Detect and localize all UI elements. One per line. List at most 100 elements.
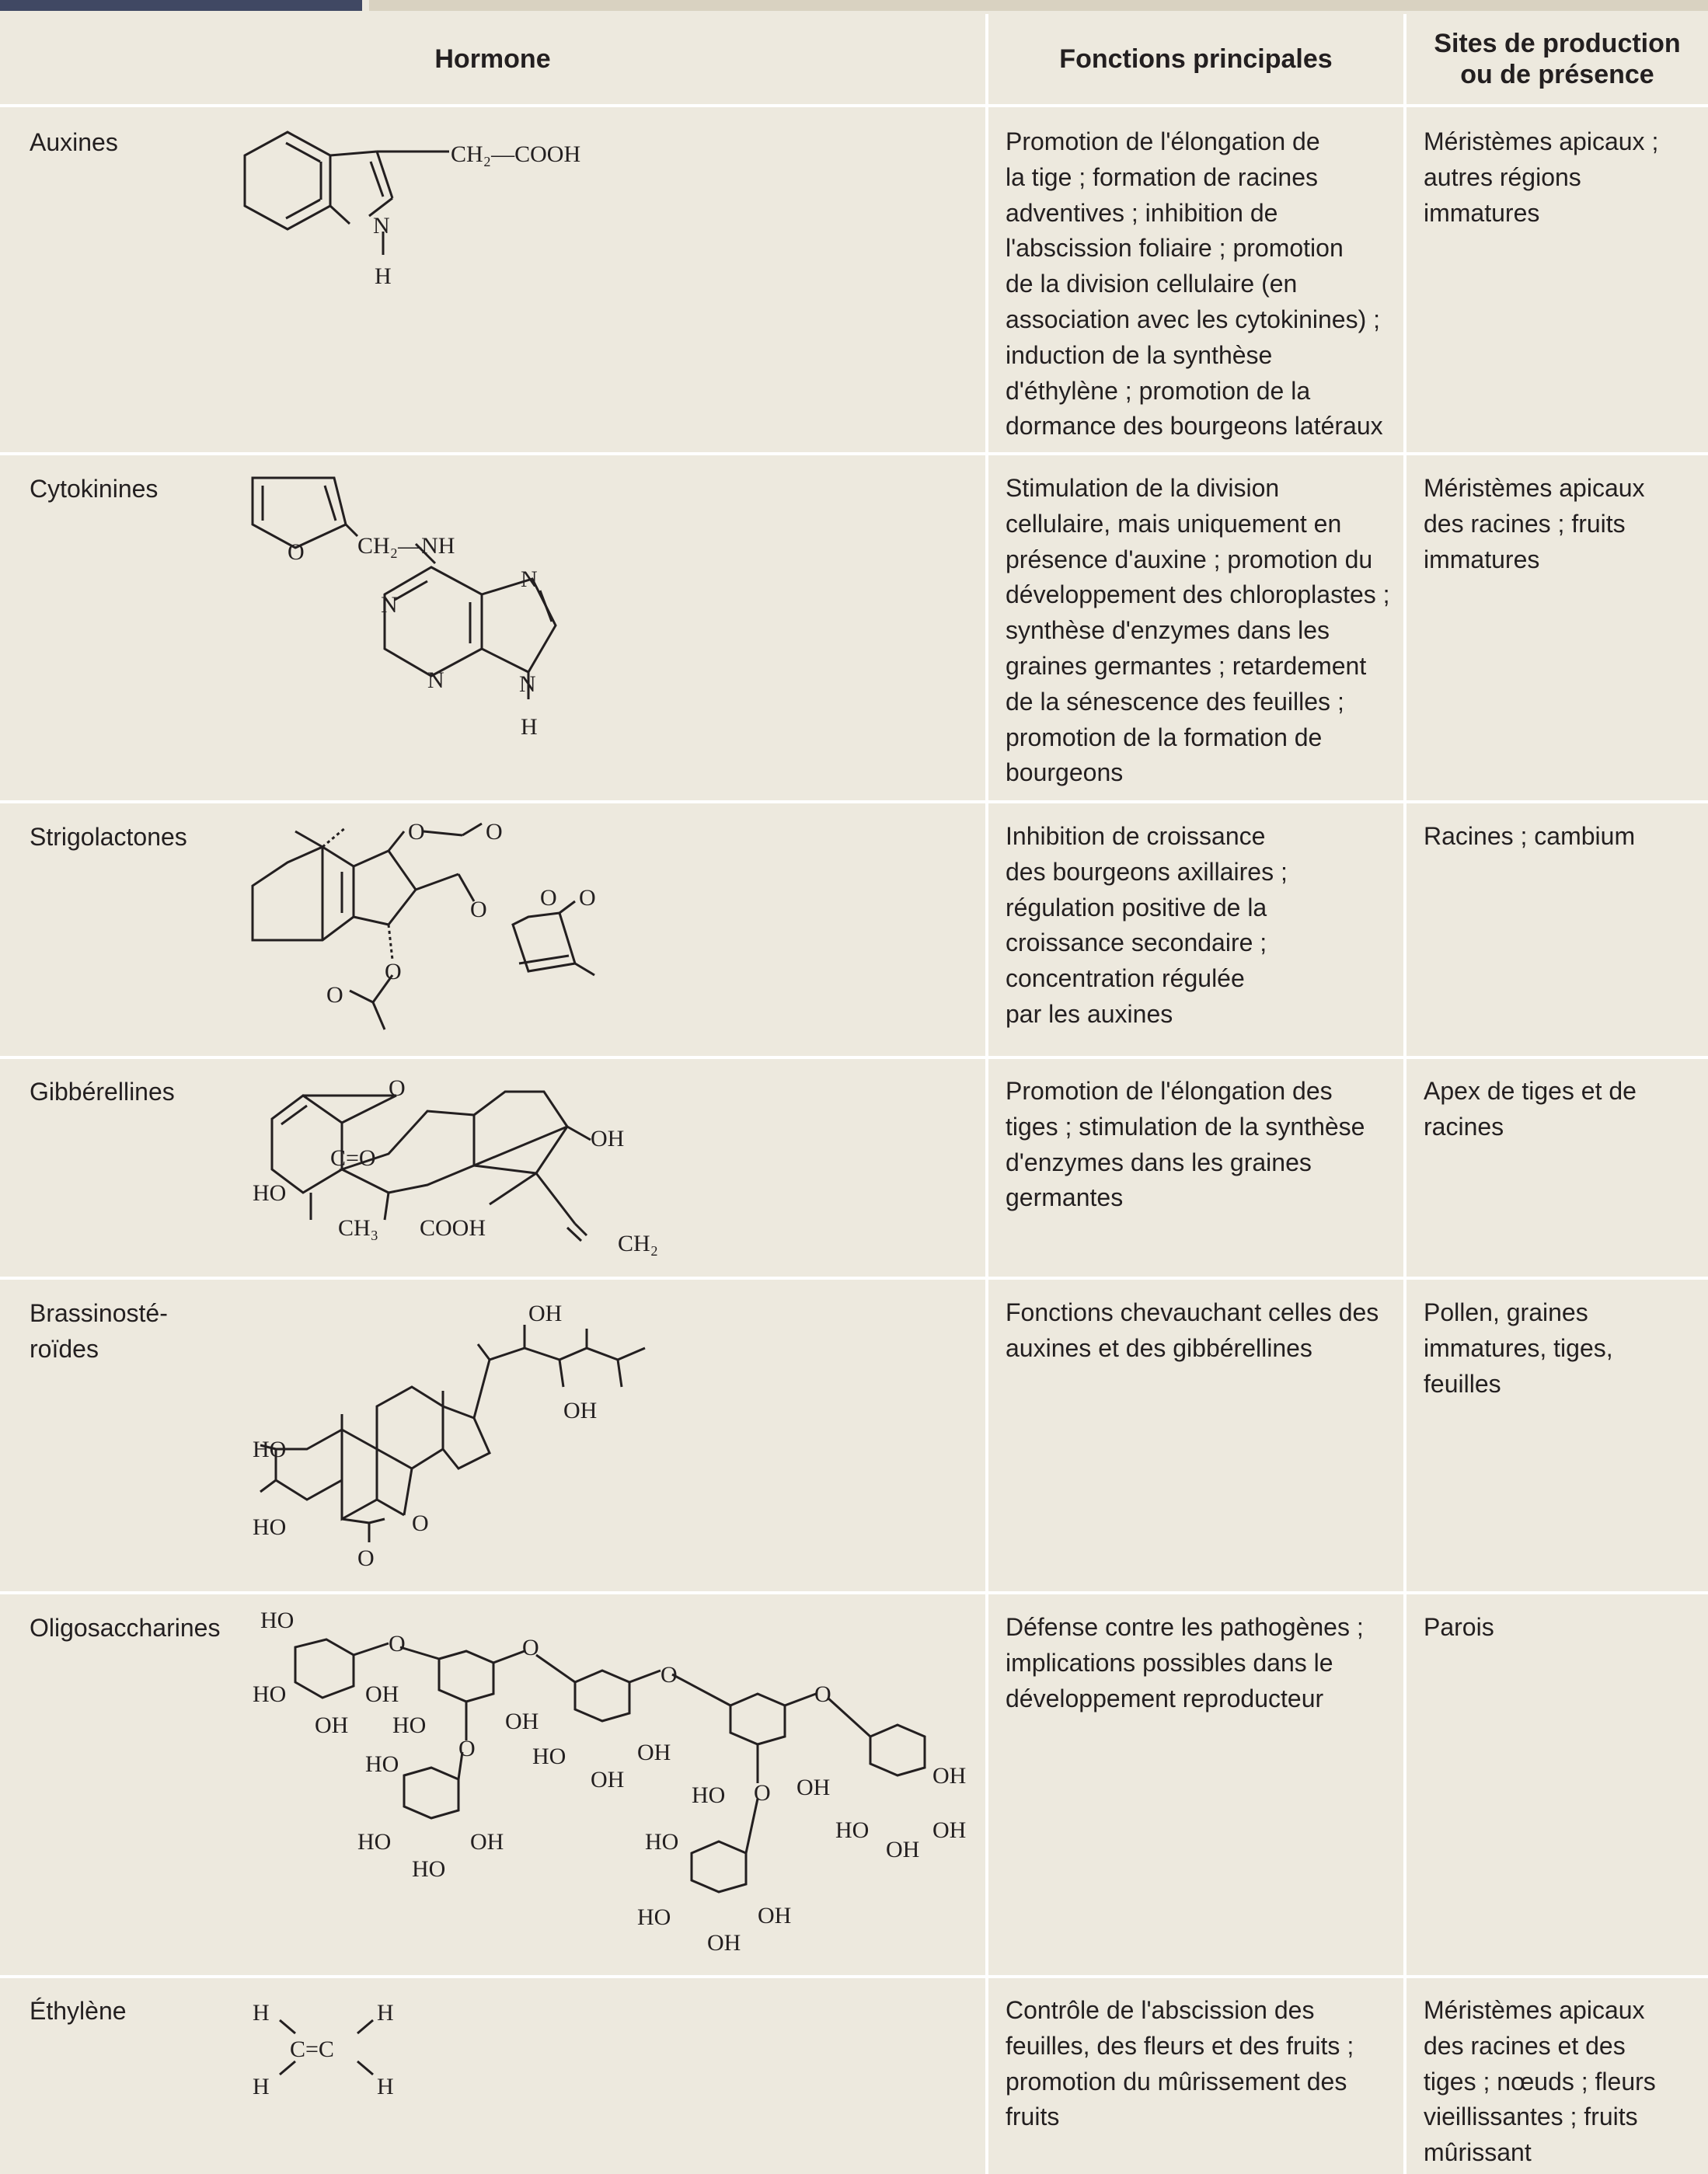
oligosaccharin-structure: HO HO OH OH O HO OH O O HO OH OH O HO OH… xyxy=(253,1608,966,1956)
text-line: par les auxines xyxy=(1006,999,1173,1028)
oligo-oh: OH xyxy=(932,1817,966,1843)
gib-ch2: CH₂ xyxy=(618,1231,658,1256)
oligo-oh: OH xyxy=(796,1775,830,1800)
text-line: auxines et des gibbérellines xyxy=(1006,1333,1312,1362)
text-line: racines xyxy=(1424,1112,1504,1141)
text-line: dormance des bourgeons latéraux xyxy=(1006,412,1383,441)
oligo-oh: OH xyxy=(315,1712,348,1738)
functions-ethylene: Contrôle de l'abscission des feuilles, d… xyxy=(1006,1993,1410,2135)
oligo-ho: HO xyxy=(260,1608,294,1633)
top-decorative-bar xyxy=(0,0,1708,11)
sites-oligosaccharines: Parois xyxy=(1424,1610,1703,1646)
text-line: des racines et des xyxy=(1424,2031,1626,2060)
strigo-o1: O xyxy=(408,819,425,845)
eth-h2: H xyxy=(377,2000,394,2026)
text-line: de la sénescence des feuilles ; xyxy=(1006,687,1344,716)
text-line: promotion du mûrissement des xyxy=(1006,2067,1347,2096)
oligo-oh: OH xyxy=(470,1829,504,1855)
strigo-o6: O xyxy=(385,959,402,984)
functions-strigolactones: Inhibition de croissance des bourgeons a… xyxy=(1006,819,1410,1033)
text-line: régulation positive de la xyxy=(1006,893,1267,922)
gib-ch3: CH₃ xyxy=(338,1215,378,1241)
text-line: immatures xyxy=(1424,198,1540,227)
sites-auxines: Méristèmes apicaux ; autres régions imma… xyxy=(1424,124,1703,231)
cyto-h: H xyxy=(521,714,538,740)
oligo-oh: OH xyxy=(591,1767,624,1793)
oligo-ho: HO xyxy=(253,1681,286,1707)
cytokinin-structure: CH₂—NH O N N N N H xyxy=(251,476,557,740)
text-line: Contrôle de l'abscission des xyxy=(1006,1996,1315,2024)
functions-oligosaccharines: Défense contre les pathogènes ; implicat… xyxy=(1006,1610,1410,1716)
cyto-n2: N xyxy=(427,667,444,693)
text-line: mûrissant xyxy=(1424,2138,1532,2167)
brass-ho1: HO xyxy=(253,1437,286,1462)
text-line: l'abscission foliaire ; promotion xyxy=(1006,234,1344,263)
text-line: roïdes xyxy=(30,1335,99,1363)
auxin-h: H xyxy=(375,263,392,289)
text-line: cellulaire, mais uniquement en xyxy=(1006,509,1342,538)
functions-gibberellines: Promotion de l'élongation des tiges ; st… xyxy=(1006,1074,1410,1216)
gib-cooh: COOH xyxy=(420,1215,486,1241)
text-line: Pollen, graines xyxy=(1424,1298,1588,1326)
strigo-o5: O xyxy=(579,885,596,911)
text-line: Promotion de l'élongation de xyxy=(1006,127,1320,155)
text-line: Défense contre les pathogènes ; xyxy=(1006,1613,1364,1641)
sites-cytokinines: Méristèmes apicaux des racines ; fruits … xyxy=(1424,471,1703,577)
brass-oh1: OH xyxy=(528,1301,562,1326)
text-line: croissance secondaire ; xyxy=(1006,928,1267,957)
text-line: d'enzymes dans les graines xyxy=(1006,1148,1312,1176)
text-line: Inhibition de croissance xyxy=(1006,822,1266,850)
text-line: promotion de la formation de xyxy=(1006,723,1323,751)
text-line: Brassinosté- xyxy=(30,1299,168,1327)
text-line: la tige ; formation de racines xyxy=(1006,162,1318,191)
oligo-o: O xyxy=(389,1631,406,1657)
strigo-o7: O xyxy=(326,982,343,1008)
top-bar-light-segment xyxy=(369,0,1708,11)
oligo-oh: OH xyxy=(932,1763,966,1789)
eth-h1: H xyxy=(253,2000,270,2026)
text-line: autres régions xyxy=(1424,162,1581,191)
gib-o: O xyxy=(389,1075,406,1101)
row-divider xyxy=(0,104,1708,107)
brassinosteroid-structure: OH OH HO HO O O xyxy=(253,1301,646,1571)
hormone-name-auxines: Auxines xyxy=(30,128,118,156)
cyto-n1: N xyxy=(381,592,398,618)
gib-oh: OH xyxy=(591,1126,624,1151)
gib-co: C=O xyxy=(330,1145,376,1171)
row-divider xyxy=(0,452,1708,455)
brass-o1: O xyxy=(357,1545,375,1571)
oligo-ho: HO xyxy=(692,1782,725,1808)
ethylene-structure: H H C=C H H xyxy=(253,2000,394,2099)
top-bar-dark-segment xyxy=(0,0,362,11)
brass-ho2: HO xyxy=(253,1514,286,1540)
brass-oh2: OH xyxy=(563,1398,597,1423)
auxin-ch2cooh: CH₂—COOH xyxy=(451,141,580,167)
eth-h4: H xyxy=(377,2074,394,2099)
cyto-n3: N xyxy=(521,566,538,592)
oligo-oh: OH xyxy=(886,1837,919,1862)
text-line: Fonctions chevauchant celles des xyxy=(1006,1298,1379,1326)
row-divider xyxy=(0,1056,1708,1059)
text-line: tiges ; stimulation de la synthèse xyxy=(1006,1112,1365,1141)
row-divider xyxy=(0,1975,1708,1978)
sites-gibberellines: Apex de tiges et de racines xyxy=(1424,1074,1703,1145)
text-line: immatures, tiges, xyxy=(1424,1333,1613,1362)
gibberellin-structure: O C=O OH HO CH₃ COOH CH₂ xyxy=(253,1075,658,1256)
text-line: vieillissantes ; fruits xyxy=(1424,2103,1638,2131)
oligo-o: O xyxy=(814,1681,831,1707)
oligo-o: O xyxy=(522,1635,539,1660)
oligo-o: O xyxy=(458,1736,476,1761)
strigo-o4: O xyxy=(540,885,557,911)
header-functions: Fonctions principales xyxy=(1059,44,1333,74)
hormone-name-cytokinines: Cytokinines xyxy=(30,475,159,503)
text-line: des racines ; fruits xyxy=(1424,509,1626,538)
oligo-ho: HO xyxy=(412,1856,445,1882)
oligo-oh: OH xyxy=(707,1930,741,1956)
oligo-oh: OH xyxy=(365,1681,399,1707)
oligo-ho: HO xyxy=(365,1751,399,1777)
cyto-n4: N xyxy=(519,671,536,697)
hormone-name-ethylene: Éthylène xyxy=(30,1997,127,2025)
text-line: Méristèmes apicaux xyxy=(1424,474,1645,502)
auxin-structure: CH₂—COOH N H xyxy=(243,131,580,289)
text-line: Stimulation de la division xyxy=(1006,474,1280,502)
